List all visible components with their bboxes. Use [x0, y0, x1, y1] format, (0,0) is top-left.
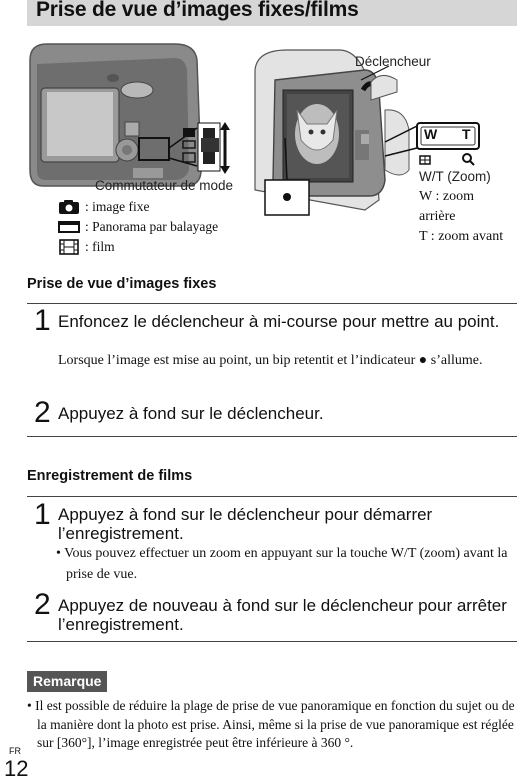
still-step1-detail: Lorsque l’image est mise au point, un bi… — [58, 353, 483, 368]
movie-step2-number: 2 — [34, 588, 51, 621]
movie-step2-text: Appuyez de nouveau à fond sur le déclenc… — [58, 596, 507, 634]
zoom-key-w: W — [424, 126, 438, 142]
title-bar — [27, 0, 517, 26]
panorama-icon — [58, 221, 80, 233]
still-step2-number: 2 — [34, 396, 51, 429]
still-bottom-rule — [27, 436, 517, 437]
legend-still: : image fixe — [58, 199, 149, 215]
page-number: 12 — [4, 756, 29, 781]
zoom-t-line: T : zoom avant — [419, 229, 504, 244]
movie-step1-number: 1 — [34, 498, 51, 531]
still-step1-number: 1 — [34, 304, 51, 337]
zoom-key-t: T — [462, 126, 471, 142]
camera-held-view — [254, 49, 410, 211]
zoom-title: W/T (Zoom) — [419, 169, 491, 184]
movie-step1-text: Appuyez à fond sur le déclencheur pour d… — [58, 505, 433, 543]
zoom-key-callout — [384, 122, 480, 166]
shutter-label: Déclencheur — [355, 54, 431, 69]
page-lang: FR — [9, 746, 21, 756]
indicator-box — [264, 179, 310, 216]
movie-bottom-rule — [27, 641, 517, 642]
zoom-w-line: W : zoom — [419, 189, 474, 204]
camera-icon — [59, 200, 79, 214]
legend-panorama: : Panorama par balayage — [58, 219, 218, 235]
note-text: • Il est possible de réduire la plage de… — [27, 698, 515, 750]
camera-back-view — [29, 43, 202, 187]
still-top-rule — [27, 303, 517, 304]
zoom-w-line-2: arrière — [419, 209, 456, 224]
mode-switch-label: Commutateur de mode — [95, 178, 234, 193]
movie-step1-bullet: • Vous pouvez effectuer un zoom en appuy… — [56, 546, 508, 582]
legend-still-text: : image fixe — [85, 199, 150, 214]
camera-illustration — [29, 43, 480, 216]
legend-film-text: : film — [85, 239, 115, 254]
movie-heading: Enregistrement de films — [27, 468, 193, 484]
legend-panorama-text: : Panorama par balayage — [85, 219, 219, 234]
zoom-description: W/T (Zoom) W : zoom arrière T : zoom ava… — [419, 167, 503, 247]
movie-top-rule — [27, 496, 517, 497]
film-icon — [59, 239, 79, 255]
page-title: Prise de vue d’images fixes/films — [36, 0, 359, 21]
note-badge: Remarque — [27, 671, 108, 692]
legend-film: : film — [58, 239, 115, 255]
still-step1-text: Enfoncez le déclencheur à mi-course pour… — [58, 312, 500, 331]
mode-switch-callout — [168, 122, 230, 174]
still-step2-text: Appuyez à fond sur le déclencheur. — [58, 404, 324, 423]
still-heading: Prise de vue d’images fixes — [27, 276, 217, 292]
